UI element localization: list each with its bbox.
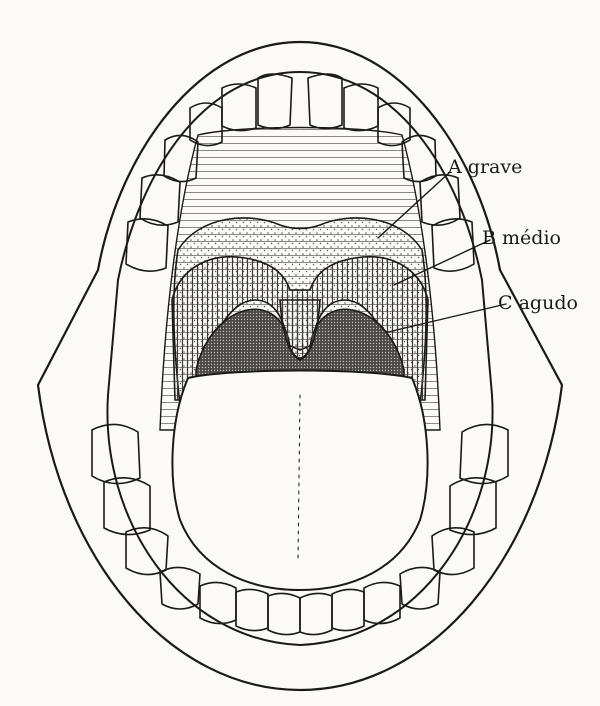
label-a-grave: A grave [447, 156, 522, 178]
label-b-medio: B médio [482, 227, 561, 249]
label-c-agudo: C agudo [498, 292, 578, 314]
